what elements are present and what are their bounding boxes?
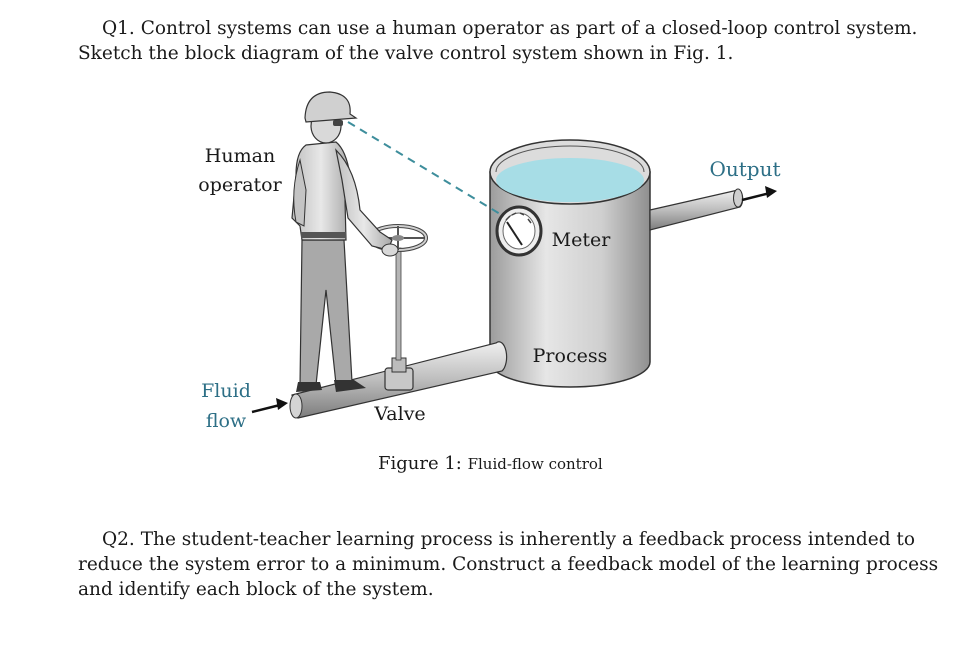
label-valve: Valve [373, 403, 425, 425]
figure-caption-label: Figure 1: [378, 453, 462, 474]
human-operator [291, 91, 399, 392]
label-process: Process [533, 345, 608, 367]
water-surface [496, 158, 644, 202]
valve [384, 247, 414, 391]
question-1: Q1. Control systems can use a human oper… [78, 16, 918, 66]
figure-caption: Figure 1: Fluid-flow control [378, 453, 603, 474]
question-1-line-1: Q1. Control systems can use a human oper… [102, 18, 918, 39]
question-2-line-2: reduce the system error to a minimum. Co… [78, 554, 939, 575]
label-meter: Meter [552, 229, 612, 251]
meter-gauge [495, 205, 543, 257]
fluid-flow-arrow [251, 398, 288, 414]
question-2-line-3: and identify each block of the system. [78, 579, 434, 600]
label-flow: flow [206, 410, 247, 432]
label-output: Output [709, 157, 780, 181]
question-2-line-1: Q2. The student-teacher learning process… [102, 529, 915, 550]
label-human: Human [205, 145, 275, 167]
output-arrow [741, 186, 777, 202]
label-operator: operator [198, 174, 282, 196]
label-fluid: Fluid [201, 380, 251, 402]
question-1-line-2: Sketch the block diagram of the valve co… [78, 43, 734, 64]
sight-line [347, 121, 511, 221]
question-2: Q2. The student-teacher learning process… [78, 527, 939, 602]
figure-caption-text: Fluid-flow control [467, 455, 603, 473]
output-pipe [649, 188, 744, 231]
